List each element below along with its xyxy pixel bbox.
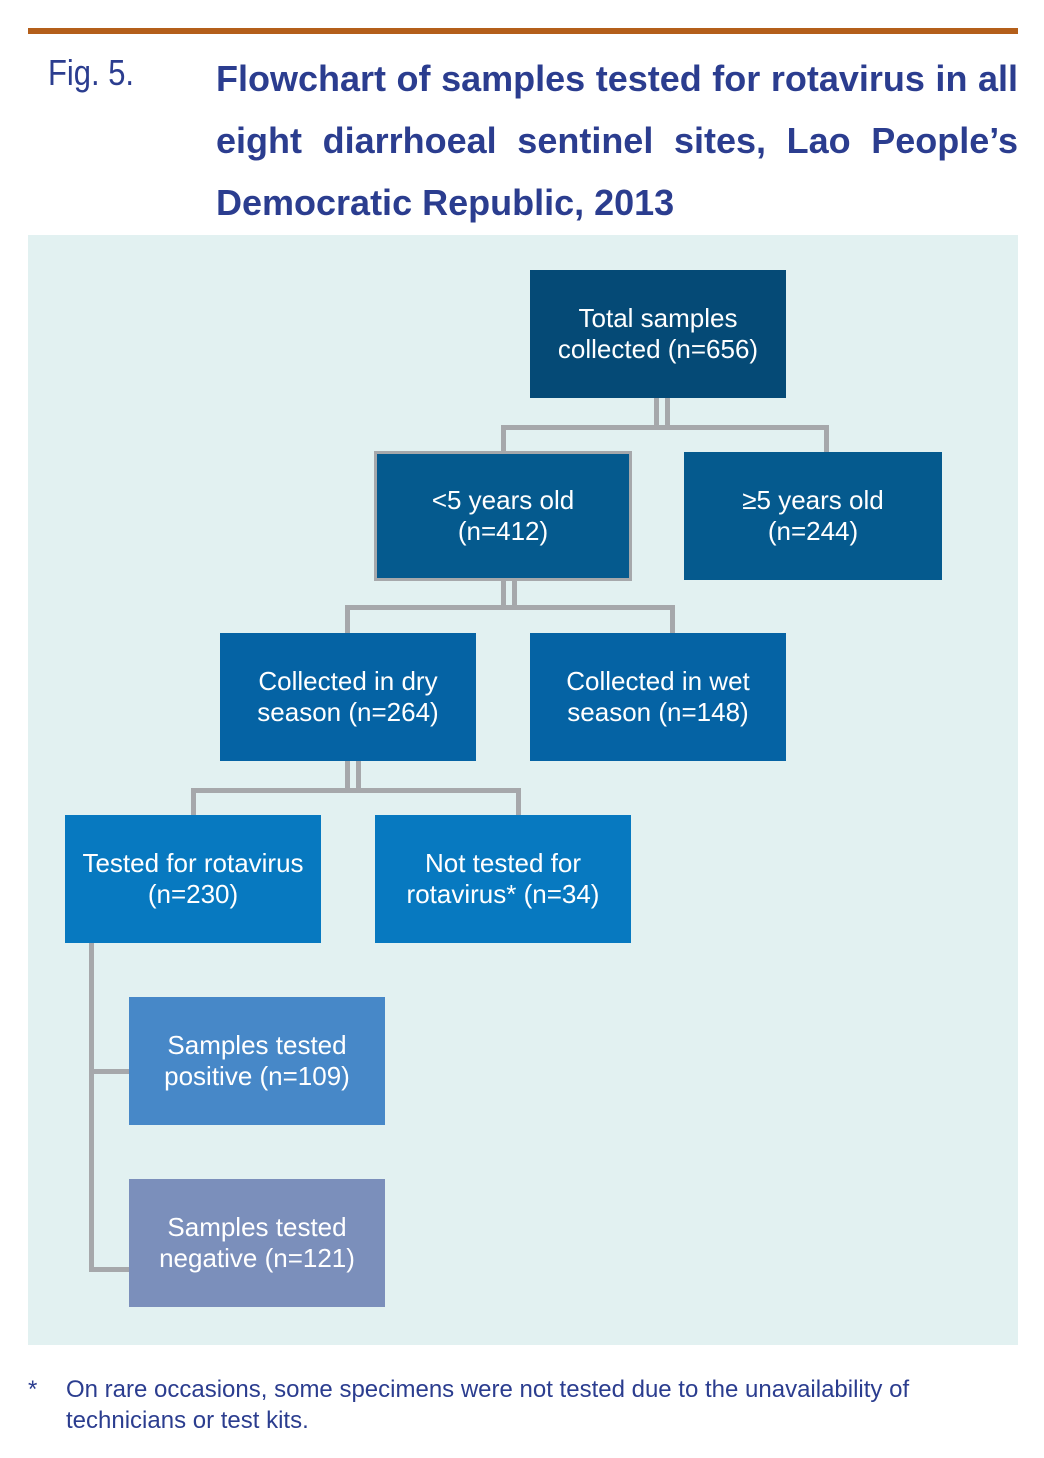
connector-under5-stem	[501, 580, 506, 608]
node-under-5-years: <5 years old (n=412)	[374, 451, 632, 581]
node-tested-for-rotavirus: Tested for rotavirus (n=230)	[65, 815, 321, 943]
connector-under5-bar	[345, 605, 675, 610]
connector-wet-drop	[670, 605, 675, 635]
footnote-marker: *	[28, 1376, 38, 1403]
figure-label: Fig. 5.	[48, 52, 135, 93]
node-wet-season: Collected in wet season (n=148)	[530, 633, 786, 761]
connector-under5-drop	[501, 425, 506, 453]
node-total-samples: Total samples collected (n=656)	[530, 270, 786, 398]
connector-not-tested-drop	[516, 788, 521, 816]
footnote-text: On rare occasions, some specimens were n…	[66, 1376, 910, 1434]
accent-rule	[28, 28, 1018, 34]
connector-dry-bar	[191, 788, 521, 793]
figure-title: Flowchart of samples tested for rotaviru…	[216, 58, 1018, 223]
node-not-tested-for-rotavirus: Not tested for rotavirus* (n=34)	[375, 815, 631, 943]
node-dry-season: Collected in dry season (n=264)	[220, 633, 476, 761]
connector-total-stem	[654, 398, 659, 428]
footnote: * On rare occasions, some specimens were…	[28, 1374, 1018, 1436]
connector-over5-drop	[824, 425, 829, 453]
connector-total-bar	[501, 425, 829, 430]
connector-tested-drop	[191, 788, 196, 816]
connector-positive-branch	[89, 1069, 130, 1074]
node-tested-positive: Samples tested positive (n=109)	[129, 997, 385, 1125]
connector-total-stem-2	[665, 398, 670, 428]
connector-tested-spine	[89, 942, 94, 1272]
connector-dry-stem	[345, 761, 350, 791]
connector-dry-stem-2	[356, 761, 361, 791]
connector-under5-stem-2	[512, 580, 517, 608]
connector-negative-branch	[89, 1267, 130, 1272]
node-5-years-and-over: ≥5 years old (n=244)	[684, 452, 942, 580]
node-tested-negative: Samples tested negative (n=121)	[129, 1179, 385, 1307]
connector-dry-drop	[345, 605, 350, 635]
